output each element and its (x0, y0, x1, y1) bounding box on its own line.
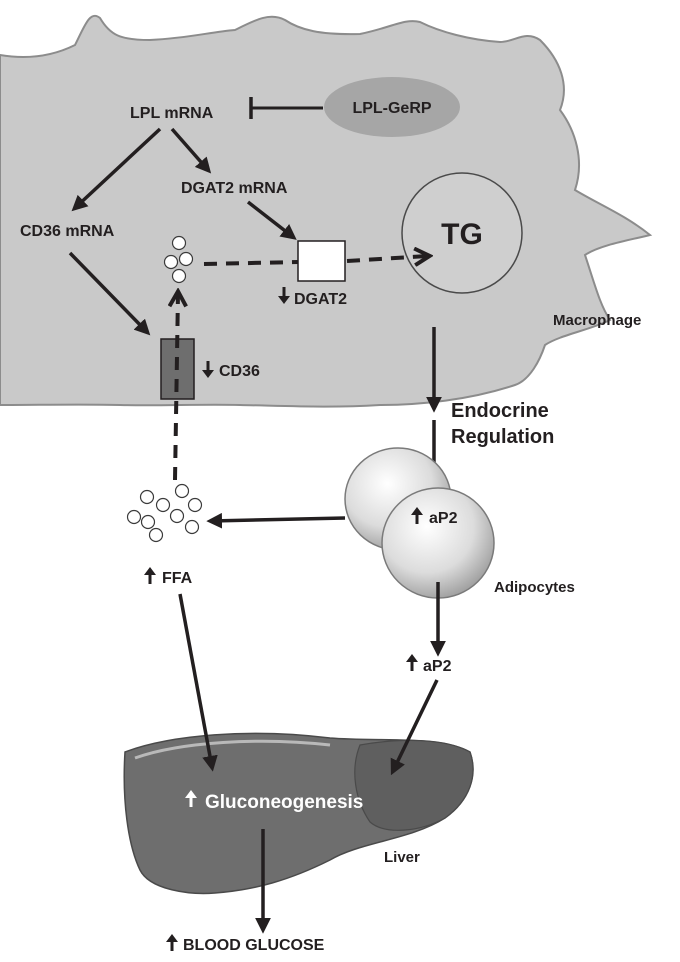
macrophage-cell (0, 15, 653, 408)
regulation-label: Regulation (451, 426, 554, 448)
adipocytes-label: Adipocytes (494, 579, 575, 596)
fatty-acid-cluster-extracellular (126, 483, 203, 543)
macrophage-label: Macrophage (553, 312, 641, 329)
liver-right-lobe (354, 739, 474, 831)
liver-label: Liver (384, 849, 420, 866)
arrow-up-icon (144, 567, 156, 584)
dashed-dgat2-to-tg (346, 256, 428, 261)
endocrine-label: Endocrine (451, 400, 549, 422)
dgat2-label: DGAT2 (294, 291, 347, 308)
cd36-label: CD36 (219, 363, 260, 380)
dgat2-mrna-label: DGAT2 mRNA (181, 180, 288, 197)
fatty-acid-cluster-intracellular (163, 235, 194, 284)
arrow-up-icon (166, 934, 178, 951)
ap2-secreted-label: aP2 (423, 658, 452, 675)
ffa-label: FFA (162, 570, 193, 587)
lpl-gerp-label: LPL-GeRP (352, 100, 431, 117)
lpl-gerp-shape (324, 77, 460, 137)
dgat2-enzyme-box (297, 240, 346, 282)
dashed-ffa-uptake (175, 293, 178, 481)
cd36-mrna-label: CD36 mRNA (20, 223, 115, 240)
tg-label: TG (441, 218, 483, 251)
arrow-lpl-to-cd36 (71, 127, 162, 212)
blood-glucose-label: BLOOD GLUCOSE (183, 937, 325, 954)
arrow-ffa-to-liver (178, 593, 218, 772)
arrow-up-icon (185, 790, 197, 807)
arrow-up-icon (406, 654, 418, 671)
ap2-cell-label: aP2 (429, 510, 458, 527)
arrow-dgat2mrna-to-dgat2 (246, 200, 297, 240)
lpl-mrna-label: LPL mRNA (130, 105, 214, 122)
arrow-ap2-to-liver (390, 679, 439, 776)
gluconeogenesis-label: Gluconeogenesis (205, 792, 363, 813)
adipocyte-front (381, 487, 495, 599)
arrow-up-icon (411, 507, 423, 524)
arrow-down-icon (278, 287, 290, 304)
dashed-ffa-to-dgat2 (203, 260, 299, 266)
arrow-down-icon (202, 361, 214, 378)
arrow-cd36mrna-to-cd36 (68, 251, 151, 336)
arrow-adipocyte-to-ffa (206, 512, 346, 529)
arrow-lpl-to-dgat2 (170, 127, 212, 174)
liver-highlight (134, 739, 331, 760)
